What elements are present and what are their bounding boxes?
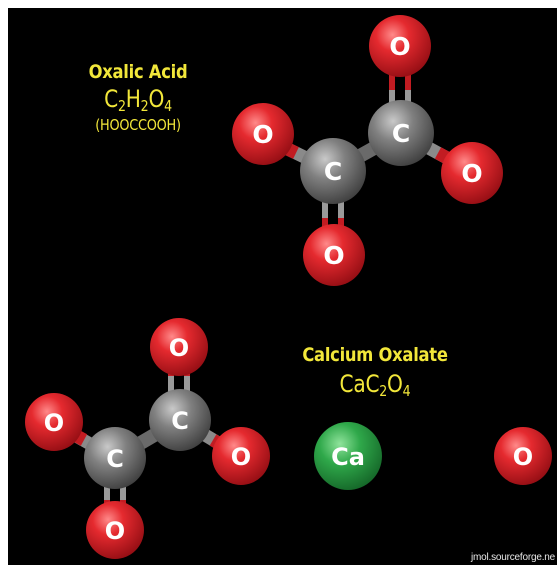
oxygen-atom: O [212, 427, 270, 485]
svg-text:O: O [169, 334, 189, 362]
svg-text:Ca: Ca [331, 443, 365, 471]
oxalic-acid-title: Oxalic Acid [88, 61, 188, 83]
calcium-oxalate-formula: CaC2O4 [339, 369, 411, 400]
svg-text:O: O [461, 159, 482, 188]
svg-text:O: O [231, 443, 251, 471]
calcium-atom: Ca [314, 422, 382, 490]
oxygen-atom: O [303, 224, 365, 286]
svg-text:O: O [252, 120, 273, 149]
oxygen-atom: O [369, 15, 431, 77]
molecule-diagram: O O O O C C [8, 8, 557, 565]
oxygen-atom: O [441, 142, 503, 204]
calcium-oxalate-title: Calcium Oxalate [302, 344, 448, 366]
molecule-illustration: O O O O C C [25, 15, 552, 559]
oxalic-acid-formula: C2H2O4 [104, 84, 172, 115]
carbon-atom: C [368, 100, 434, 166]
oxygen-atom: O [25, 393, 83, 451]
oxalic-acid-structure: (HOOCCOOH) [95, 116, 181, 135]
watermark-credit: jmol.sourceforge.ne [470, 552, 555, 563]
oxalate-bonds [49, 348, 244, 530]
svg-text:O: O [105, 517, 125, 545]
oxalic-acid-caption: Oxalic Acid C2H2O4 (HOOCCOOH) [68, 61, 208, 135]
oxalate-ion-molecule: O O O O C C [25, 318, 270, 559]
svg-text:C: C [392, 119, 410, 148]
calcium-oxalate-caption: Calcium Oxalate CaC2O4 [290, 344, 460, 400]
oxalic-acid-molecule: O O O O C C [232, 15, 503, 286]
carbon-atom: C [149, 389, 211, 451]
svg-text:O: O [389, 32, 410, 61]
oxygen-atom: O [150, 318, 208, 376]
svg-text:O: O [513, 443, 533, 471]
svg-text:O: O [44, 409, 64, 437]
oxalic-acid-bonds [258, 60, 475, 253]
carbon-atom: C [300, 138, 366, 204]
svg-text:C: C [171, 407, 189, 435]
oxygen-atom: O [232, 103, 294, 165]
oxygen-atom: O [86, 501, 144, 559]
svg-text:O: O [323, 241, 344, 270]
svg-text:C: C [324, 157, 342, 186]
carbon-atom: C [84, 427, 146, 489]
svg-text:C: C [106, 445, 124, 473]
oxygen-atom: O [494, 427, 552, 485]
